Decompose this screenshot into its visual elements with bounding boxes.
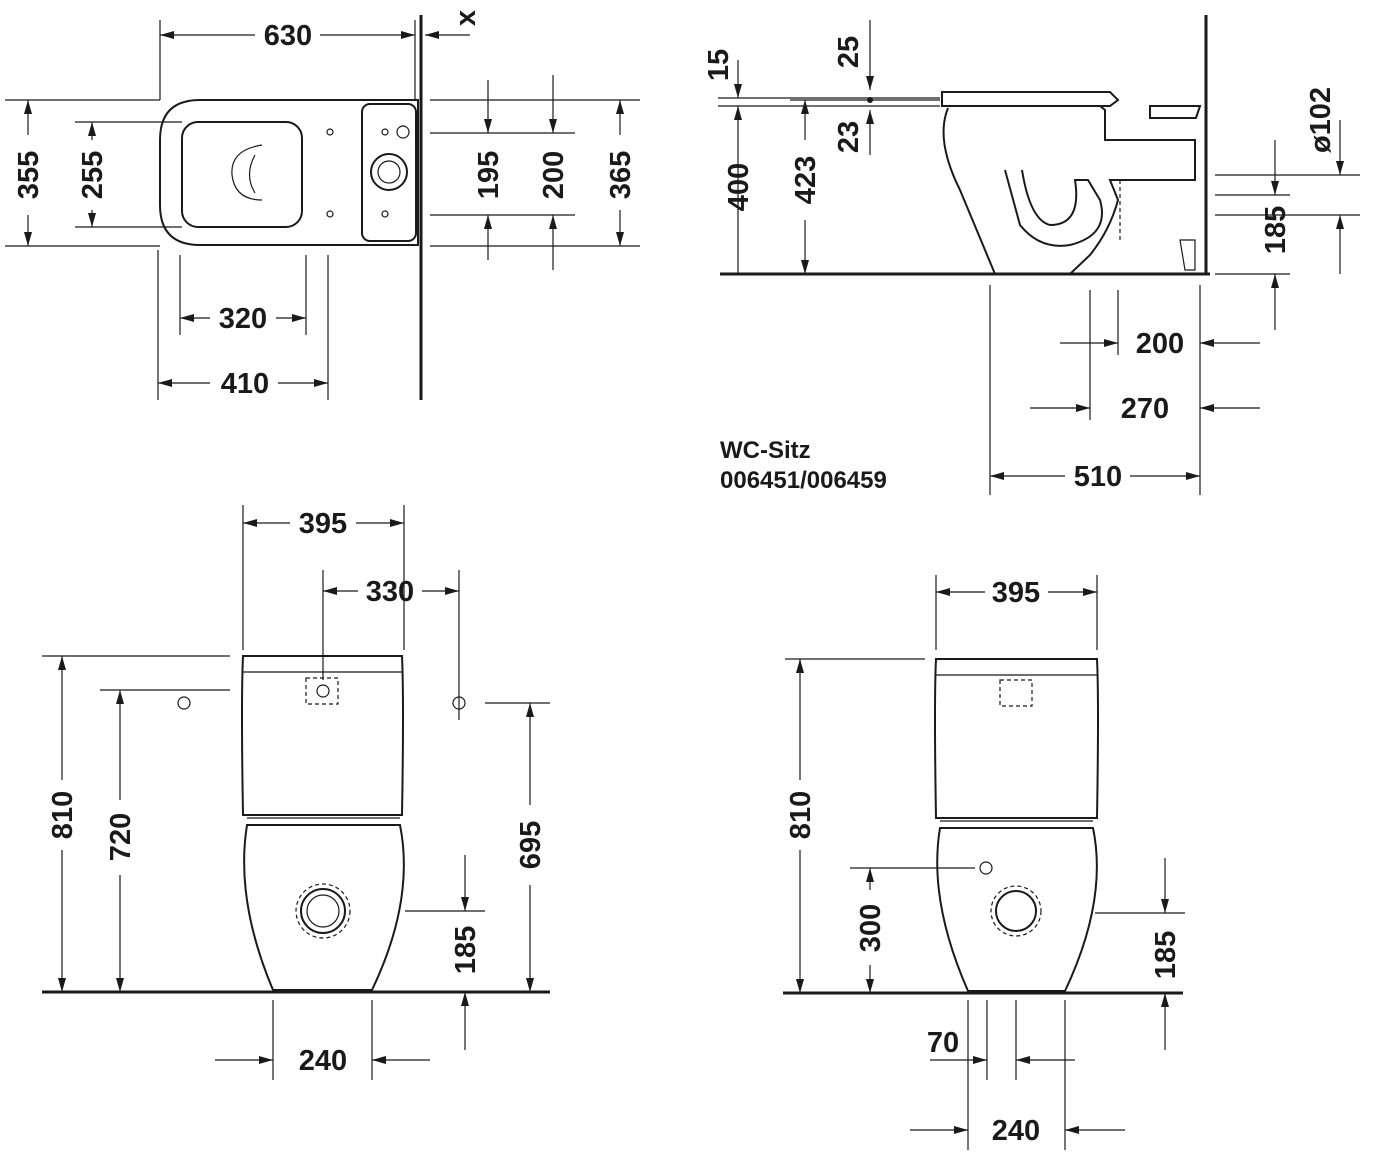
tank-front [934, 658, 1099, 819]
dim-seat-gap: 25 [833, 36, 865, 68]
dim-width-total: 630 [264, 20, 312, 52]
dim-inlet-spacing-1: 195 [473, 151, 505, 199]
seat-lid [941, 91, 1120, 107]
dim-inlet-offset: 330 [366, 576, 414, 608]
bowl-front [243, 824, 405, 991]
dim-wall-offset: x [450, 10, 482, 26]
dim-rim-height: 400 [723, 163, 755, 211]
bowl-inner [231, 144, 263, 201]
dim-depth-total: 510 [1074, 461, 1122, 493]
dim-foot-width: 240 [299, 1045, 347, 1077]
dim-outlet-height: 185 [1150, 931, 1182, 979]
dim-tank-width: 395 [992, 577, 1040, 609]
tank-rear [1149, 105, 1202, 119]
bowl-profile [942, 105, 1196, 275]
dim-outlet-height: 185 [450, 926, 482, 974]
dim-outlet-diameter: ø102 [1305, 87, 1337, 153]
dim-inlet-height: 300 [855, 904, 887, 952]
dim-outlet-from-wall-2: 270 [1121, 393, 1169, 425]
dim-outlet-offset: 70 [927, 1027, 959, 1059]
tank-outline [361, 103, 417, 242]
front-view-right: 395 810 300 185 70 240 [783, 575, 1185, 1150]
front-view-left: 395 330 810 720 695 185 240 [42, 505, 550, 1080]
seat-opening [181, 121, 303, 228]
dim-inlet-spacing-2: 200 [538, 151, 570, 199]
dim-total-height: 810 [47, 791, 79, 839]
trap-path [1004, 169, 1103, 247]
seat-note-codes: 006451/006459 [720, 467, 887, 494]
dim-seat-width: 320 [219, 303, 267, 335]
plan-view: 630 x 355 255 195 200 365 320 410 [5, 10, 640, 400]
dim-tank-depth: 365 [605, 151, 637, 199]
dim-total-height: 810 [785, 791, 817, 839]
dim-tank-width: 395 [299, 508, 347, 540]
dim-depth-overall: 355 [13, 151, 45, 199]
dim-foot-width: 240 [992, 1115, 1040, 1147]
dim-seat-lid: 23 [833, 121, 865, 153]
dim-bowl-width: 410 [221, 368, 269, 400]
dim-seat-height: 423 [790, 156, 822, 204]
dim-seat-depth: 255 [77, 151, 109, 199]
dim-seat-thickness-top: 15 [703, 49, 735, 81]
dim-outlet-height: 185 [1260, 206, 1292, 254]
tank-front [241, 655, 404, 816]
seat-note-title: WC-Sitz [720, 437, 811, 464]
bowl-front [936, 827, 1098, 992]
dim-inlet-height-right: 695 [515, 821, 547, 869]
dim-outlet-from-wall-1: 200 [1136, 328, 1184, 360]
side-view: 15 25 23 400 423 ø102 185 200 270 510 WC… [703, 15, 1360, 495]
dim-inlet-height-left: 720 [105, 813, 137, 861]
bowl-outline [159, 99, 419, 246]
